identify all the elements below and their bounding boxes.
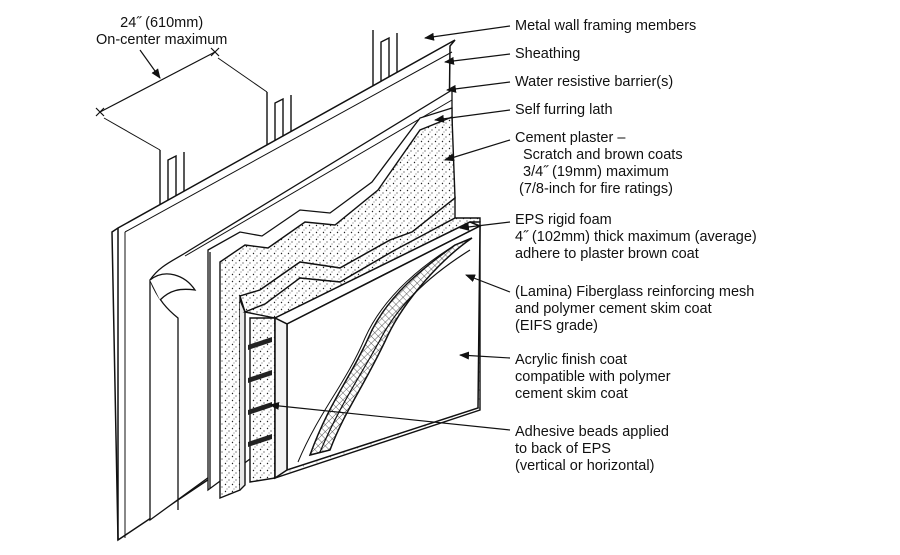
dimension-line2: On-center maximum: [96, 32, 228, 48]
callout-line: 3/4˝ (19mm) maximum: [523, 164, 669, 180]
callout-metal-framing: Metal wall framing members: [515, 18, 696, 35]
callout-line: EPS rigid foam: [515, 212, 612, 228]
callout-line: Self furring lath: [515, 102, 613, 118]
adhesive-beads: [248, 337, 272, 447]
callout-line: (vertical or horizontal): [515, 458, 655, 474]
dimension-line1: 24˝ (610mm): [120, 15, 204, 31]
callout-line: Sheathing: [515, 46, 581, 62]
callout-line: Acrylic finish coat: [515, 352, 628, 368]
callout-cement-plaster: Cement plaster – Scratch and brown coats…: [515, 130, 683, 198]
callout-line: to back of EPS: [515, 441, 611, 457]
callout-adhesive-beads: Adhesive beads applied to back of EPS (v…: [515, 424, 669, 475]
callout-water-resistive-barrier: Water resistive barrier(s): [515, 74, 673, 91]
dimension-line: [95, 47, 268, 151]
callout-line: adhere to plaster brown coat: [515, 246, 699, 262]
callout-line: Cement plaster –: [515, 130, 626, 146]
callout-line: Adhesive beads applied: [515, 424, 669, 440]
dimension-label: 24˝ (610mm) On-center maximum: [96, 15, 227, 49]
callout-line: 4˝ (102mm) thick maximum (average): [515, 229, 757, 245]
callout-line: (Lamina) Fiberglass reinforcing mesh: [515, 284, 755, 300]
cement-plaster: [219, 115, 456, 500]
callout-self-furring-lath: Self furring lath: [515, 102, 613, 119]
callout-line: cement skim coat: [515, 386, 628, 402]
callout-line: (7/8-inch for fire ratings): [519, 181, 673, 197]
callout-line: and polymer cement skim coat: [515, 301, 712, 317]
callout-acrylic-finish: Acrylic finish coat compatible with poly…: [515, 352, 671, 403]
callout-line: (EIFS grade): [515, 318, 598, 334]
callout-eps-foam: EPS rigid foam 4˝ (102mm) thick maximum …: [515, 212, 757, 263]
callout-line: Water resistive barrier(s): [515, 74, 674, 90]
callout-sheathing: Sheathing: [515, 46, 580, 63]
leader-lines: [269, 25, 511, 431]
callout-line: Metal wall framing members: [515, 18, 697, 34]
callout-line: Scratch and brown coats: [523, 147, 683, 163]
callout-lamina: (Lamina) Fiberglass reinforcing mesh and…: [515, 284, 754, 335]
callout-line: compatible with polymer: [515, 369, 671, 385]
